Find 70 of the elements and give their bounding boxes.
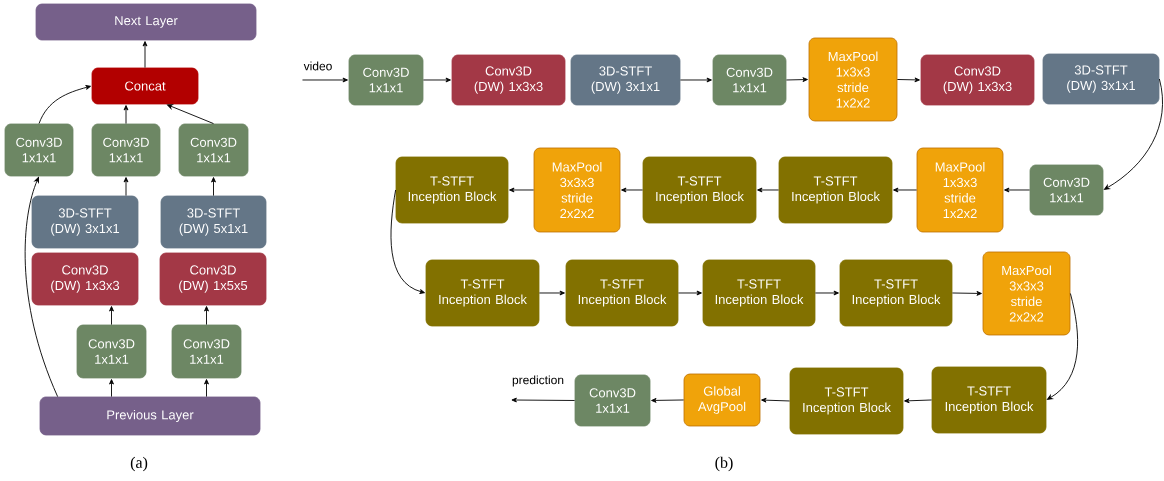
arrow [538, 290, 565, 296]
arrow [651, 398, 685, 403]
layer-box: T-STFT Inception Block [395, 156, 509, 224]
arrow [677, 290, 702, 296]
arrow [167, 104, 214, 125]
arrow [785, 77, 808, 82]
layer-box: 3D-STFT (DW) 3x1x1 [1042, 53, 1160, 105]
arrow [38, 85, 91, 125]
layer-box: Conv3D 1x1x1 [91, 123, 161, 177]
layer-box: T-STFT Inception Block [789, 367, 904, 435]
arrow [761, 397, 791, 403]
arrow [204, 306, 209, 326]
flow-label: video [303, 61, 332, 71]
layer-box: Conv3D (DW) 1x3x3 [451, 54, 566, 106]
arrow [814, 290, 839, 296]
arrow [893, 187, 918, 193]
layer-box: MaxPool 3x3x3 stride 2x2x2 [533, 147, 621, 233]
layer-box: Conv3D 1x1x1 [1029, 164, 1104, 216]
layer-box: T-STFT Inception Block [425, 259, 540, 327]
arrow [509, 187, 535, 193]
arrow [757, 187, 780, 193]
layer-box: MaxPool 1x3x3 stride 1x2x2 [916, 147, 1004, 233]
layer-box: MaxPool 3x3x3 stride 2x2x2 [982, 251, 1071, 336]
arrow [204, 379, 209, 398]
layer-box: 3D-STFT (DW) 3x1x1 [31, 195, 139, 249]
arrow [390, 189, 425, 294]
panel-label: (a) [130, 456, 148, 472]
arrow [211, 177, 216, 197]
layer-box: T-STFT Inception Block [702, 259, 816, 327]
arrow [511, 397, 576, 403]
layer-box: Concat [91, 67, 199, 105]
arrow [679, 77, 712, 83]
layer-box: Conv3D 1x1x1 [76, 324, 147, 379]
layer-box: T-STFT Inception Block [778, 156, 893, 224]
layer-box: Conv3D (DW) 1x5x5 [159, 252, 267, 306]
arrow [302, 77, 348, 83]
panel-label: (b) [715, 456, 733, 472]
arrow [1103, 78, 1163, 190]
layer-box: T-STFT Inception Block [931, 366, 1047, 434]
layer-box: Conv3D 1x1x1 [178, 123, 249, 177]
arrow [142, 41, 148, 69]
layer-box: Conv3D (DW) 1x3x3 [920, 54, 1035, 106]
layer-box: Previous Layer [39, 396, 261, 436]
layer-box: Next Layer [35, 3, 257, 41]
layer-box: Conv3D 1x1x1 [574, 374, 651, 427]
layer-box: Conv3D 1x1x1 [712, 54, 787, 106]
arrow [109, 379, 114, 398]
layer-box: 3D-STFT (DW) 5x1x1 [160, 195, 267, 249]
arrow [621, 187, 644, 193]
layer-box: Conv3D 1x1x1 [171, 324, 242, 379]
arrow [109, 306, 114, 326]
arrow [1004, 187, 1031, 193]
arrow [123, 177, 129, 197]
layer-box: MaxPool 1x3x3 stride 1x2x2 [808, 37, 898, 122]
arrow [951, 291, 982, 296]
layer-box: T-STFT Inception Block [565, 259, 679, 327]
layer-box: Global AvgPool [683, 373, 761, 427]
arrow [24, 177, 59, 398]
layer-box: Conv3D 1x1x1 [4, 123, 74, 177]
arrow [1046, 293, 1079, 400]
layer-box: Conv3D 1x1x1 [348, 54, 424, 106]
arrow [904, 398, 933, 404]
layer-box: 3D-STFT (DW) 3x1x1 [570, 54, 681, 106]
arrow [422, 77, 451, 83]
layer-box: T-STFT Inception Block [642, 156, 757, 224]
layer-box: Conv3D (DW) 1x3x3 [31, 252, 139, 306]
flow-label: prediction [512, 375, 564, 387]
arrow [123, 105, 129, 125]
arrow [896, 77, 920, 83]
layer-box: T-STFT Inception Block [839, 259, 953, 327]
